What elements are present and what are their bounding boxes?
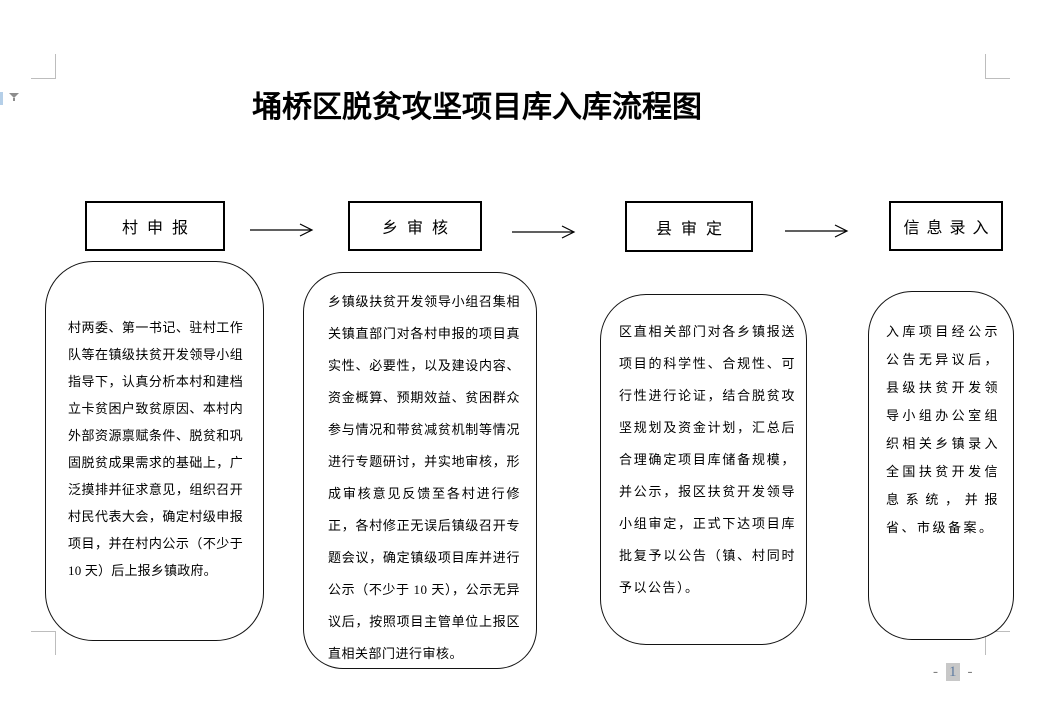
step-box-village-declaration[interactable]: 村申报 bbox=[85, 201, 225, 251]
description-text: 入库项目经公示公告无异议后，县级扶贫开发领导小组办公室组织相关乡镇录入全国扶贫开… bbox=[886, 324, 1000, 535]
description-text: 村两委、第一书记、驻村工作队等在镇级扶贫开发领导小组指导下，认真分析本村和建档立… bbox=[68, 320, 243, 578]
step-label: 县审定 bbox=[655, 220, 731, 238]
outline-collapse-icon bbox=[8, 93, 19, 101]
page-number-dash: - bbox=[933, 663, 938, 680]
step-label: 乡审核 bbox=[381, 220, 457, 237]
step-label: 信息录入 bbox=[903, 220, 996, 237]
page-number-dash: - bbox=[967, 663, 973, 680]
description-text: 乡镇级扶贫开发领导小组召集相关镇直部门对各村申报的项目真实性、必要性，以及建设内… bbox=[328, 294, 520, 661]
description-box-township-review[interactable]: 乡镇级扶贫开发领导小组召集相关镇直部门对各村申报的项目真实性、必要性，以及建设内… bbox=[303, 272, 537, 669]
margin-crop-mark-top-right-icon bbox=[985, 54, 1010, 79]
flow-arrow-icon[interactable] bbox=[785, 223, 855, 239]
margin-crop-mark-bottom-left-icon bbox=[31, 631, 56, 655]
description-box-county-approval[interactable]: 区直相关部门对各乡镇报送项目的科学性、合规性、可行性进行论证，结合脱贫攻坚规划及… bbox=[600, 294, 807, 645]
flow-arrow-icon[interactable] bbox=[512, 224, 582, 240]
step-label: 村申报 bbox=[121, 220, 197, 237]
margin-crop-mark-bottom-right-icon bbox=[985, 631, 1010, 655]
flow-arrow-icon[interactable] bbox=[250, 222, 320, 238]
page-title: 埇桥区脱贫攻坚项目库入库流程图 bbox=[252, 91, 702, 124]
page-number-field[interactable]: 1 bbox=[946, 663, 960, 681]
description-box-information-entry[interactable]: 入库项目经公示公告无异议后，县级扶贫开发领导小组办公室组织相关乡镇录入全国扶贫开… bbox=[868, 291, 1014, 640]
step-box-information-entry[interactable]: 信息录入 bbox=[889, 201, 1003, 251]
page-number: - 1 - bbox=[933, 663, 973, 681]
margin-crop-mark-top-left-icon bbox=[31, 54, 56, 79]
description-text: 区直相关部门对各乡镇报送项目的科学性、合规性、可行性进行论证，结合脱贫攻坚规划及… bbox=[619, 324, 796, 595]
description-box-village-declaration[interactable]: 村两委、第一书记、驻村工作队等在镇级扶贫开发领导小组指导下，认真分析本村和建档立… bbox=[45, 261, 264, 641]
step-box-township-review[interactable]: 乡审核 bbox=[348, 201, 482, 251]
left-margin-indicator bbox=[0, 92, 3, 105]
step-box-county-approval[interactable]: 县审定 bbox=[625, 201, 753, 252]
